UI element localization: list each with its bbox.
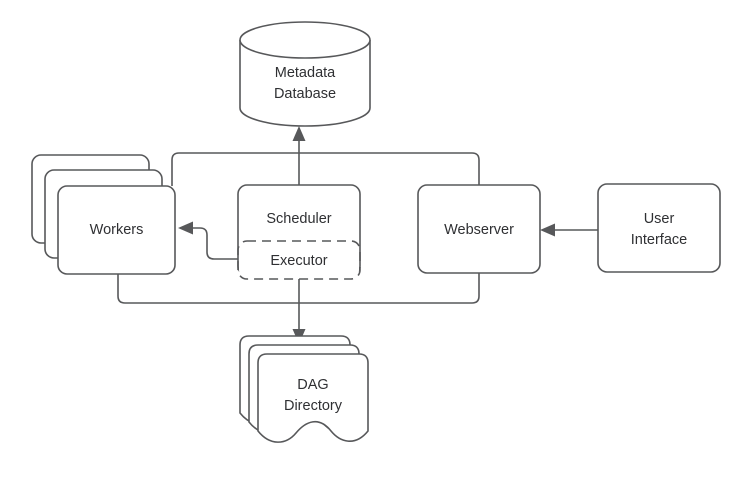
dag-directory-stack-front [257,353,369,443]
executor-box [237,240,361,280]
edge-user-interface-to-webserver [540,223,598,237]
dag-directory-label-line2: Directory [284,398,343,414]
node-workers[interactable]: Workers [31,154,176,275]
edge-bus-to-metadata-database [171,126,480,186]
executor-to-workers-line [191,227,238,260]
node-executor[interactable]: Executor [237,240,361,280]
webserver-label: Webserver [444,222,514,238]
workers-label: Workers [90,222,144,238]
node-dag-directory[interactable]: DAG Directory [239,335,369,443]
user-interface-box [597,183,721,273]
cylinder-body [239,40,371,127]
edge-bus-to-dag-directory [117,273,480,344]
bus-top-rail [171,152,480,186]
node-webserver[interactable]: Webserver [417,184,541,274]
node-user-interface[interactable]: User Interface [597,183,721,273]
executor-fill [239,242,359,278]
user-interface-label-line1: User [644,211,675,227]
metadata-database-label-line1: Metadata [275,65,336,81]
metadata-database-label-line2: Database [274,86,336,102]
user-interface-label-line2: Interface [631,232,687,248]
cylinder-top [239,21,371,59]
arrowhead-to-webserver [540,223,555,237]
scheduler-label: Scheduler [266,211,331,227]
webserver-box [417,184,541,274]
arrowhead-to-workers [178,221,193,235]
arrowhead-to-metadata-database [292,126,306,141]
edge-executor-to-workers [178,221,238,260]
executor-label: Executor [270,253,327,269]
dag-directory-label-line1: DAG [297,377,328,393]
node-metadata-database[interactable]: Metadata Database [239,21,371,127]
workers-stack-front [57,185,176,275]
